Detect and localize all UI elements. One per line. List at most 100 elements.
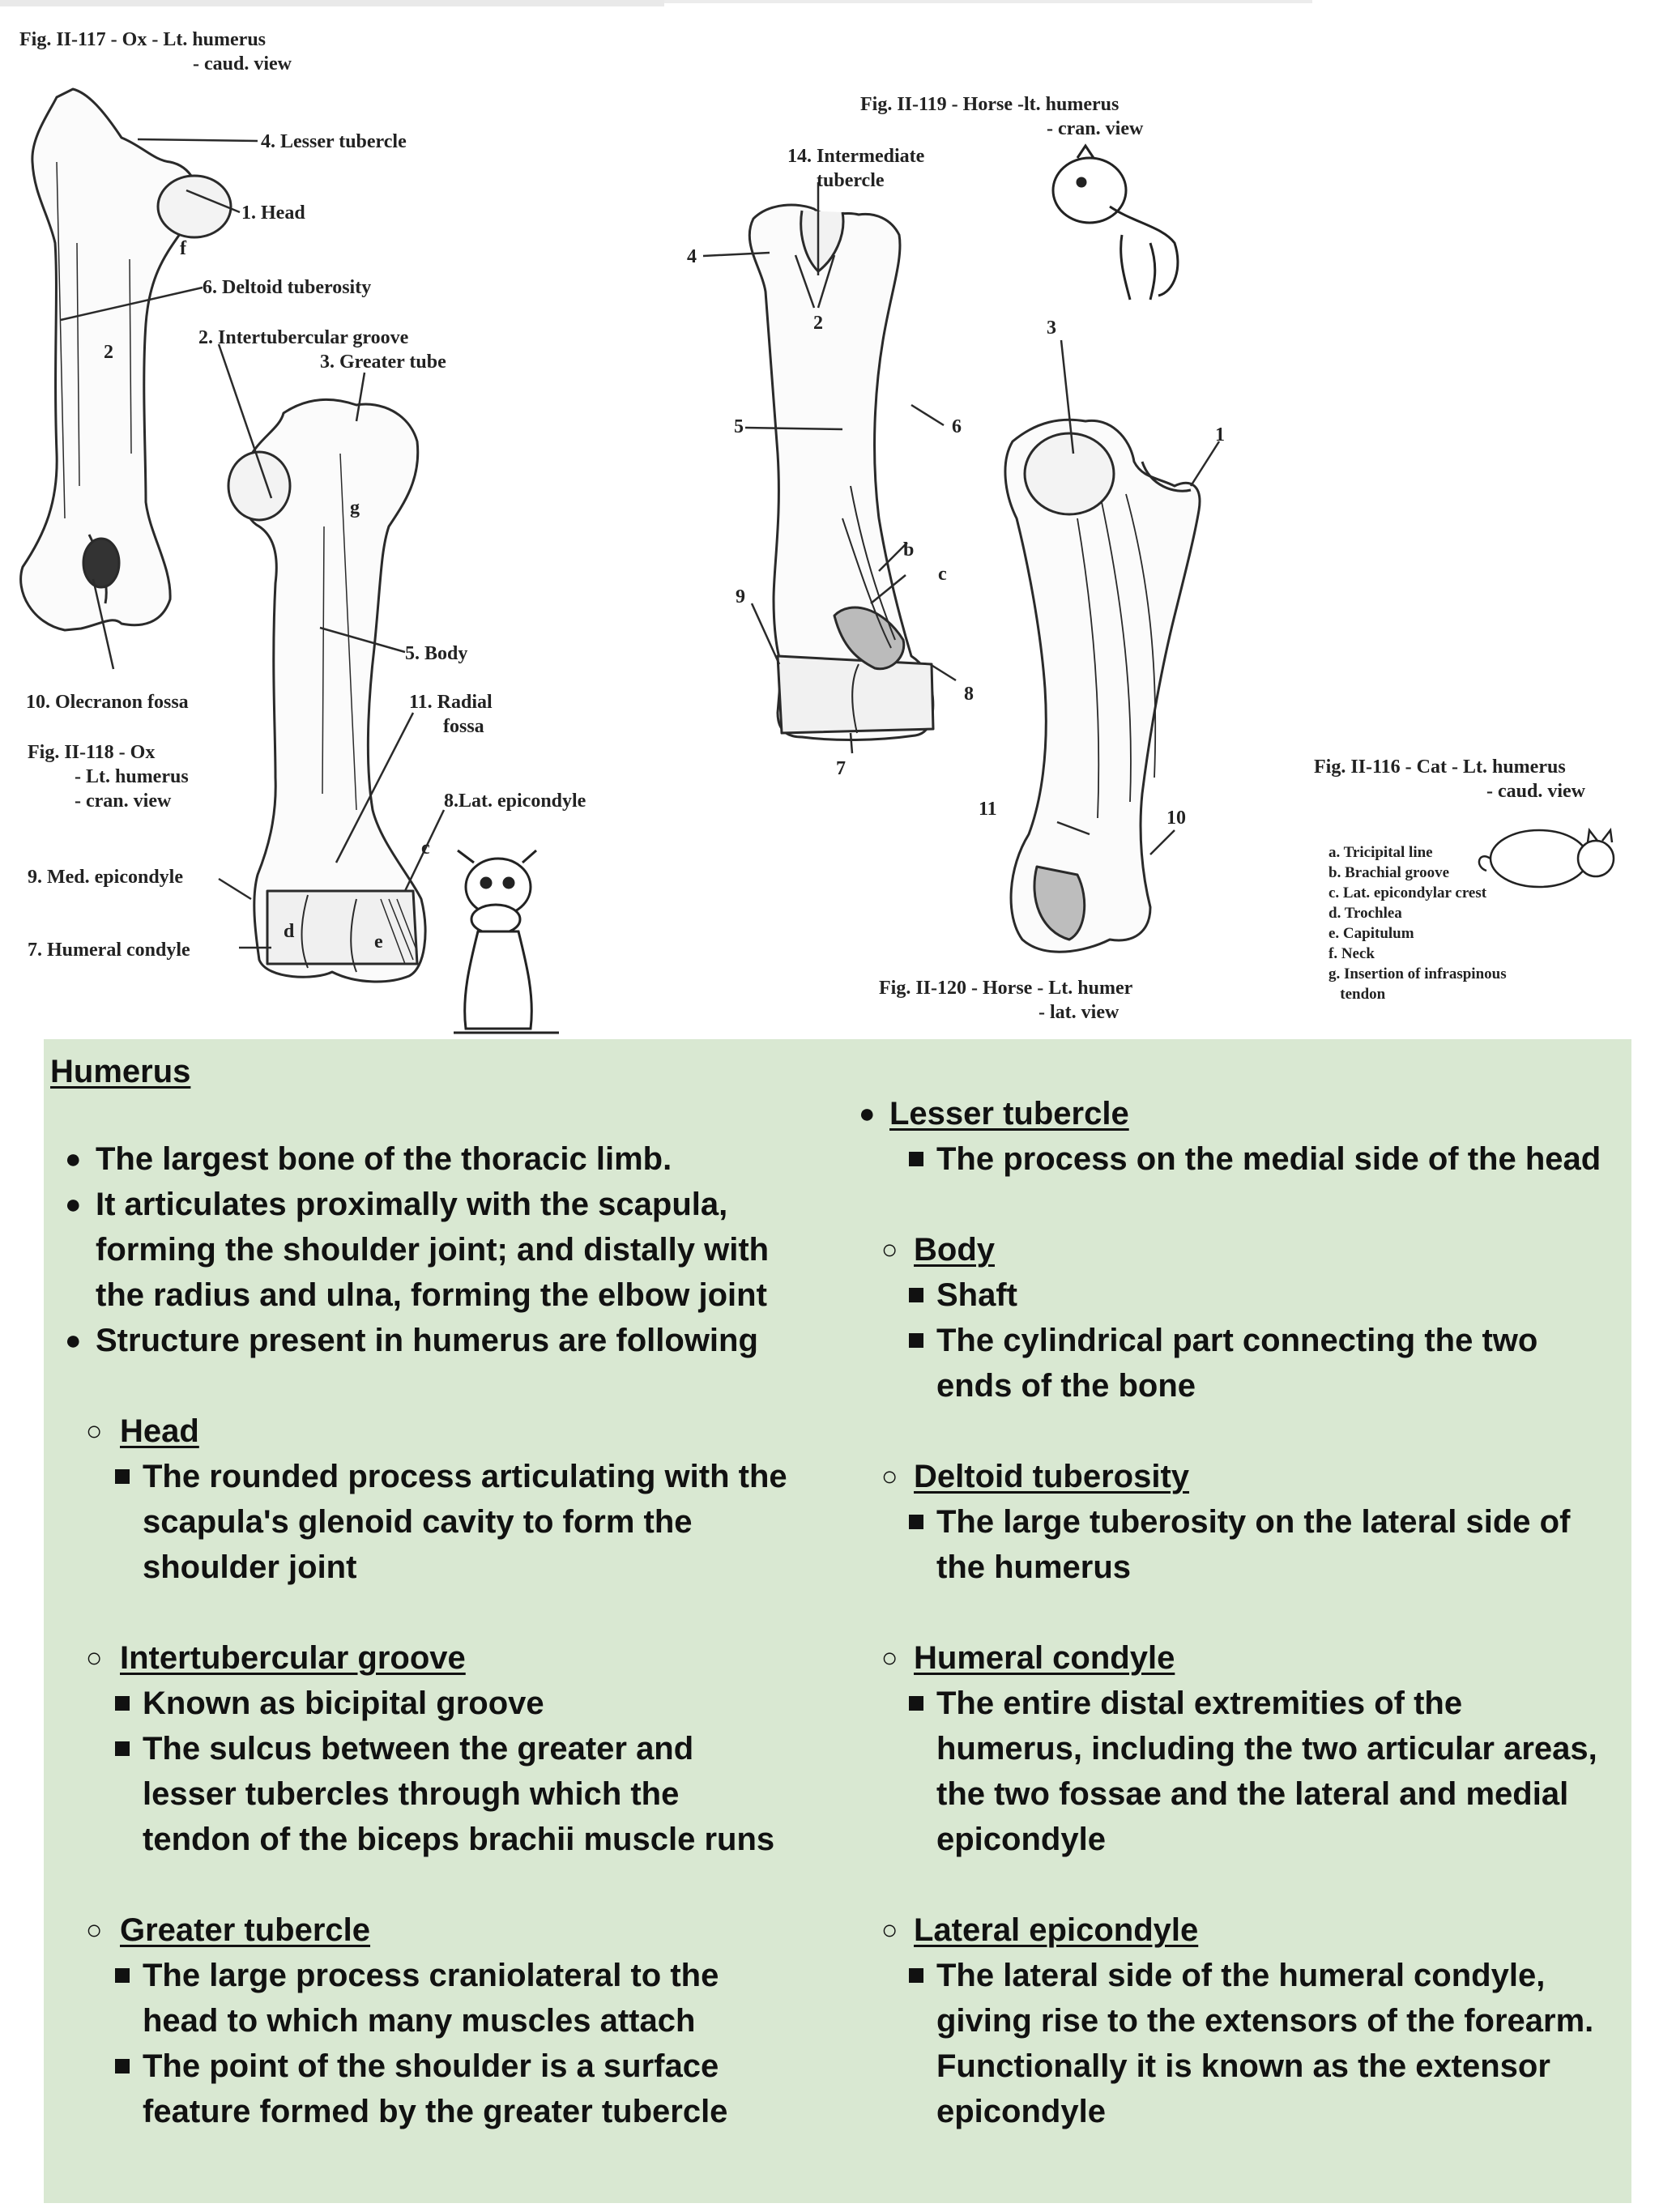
intro-line: the radius and ulna, forming the elbow j…: [96, 1277, 767, 1313]
label-7-horse: 7: [836, 758, 846, 779]
lateral-text: Functionally it is known as the extensor: [936, 2048, 1550, 2084]
notes-panel: Humerus ● The largest bone of the thorac…: [44, 1039, 1631, 2203]
section-title-lesser-tubercle: Lesser tubercle: [889, 1096, 1129, 1132]
cat-legend-c: c. Lat. epicondylar crest: [1328, 884, 1487, 901]
bullet-square: [909, 1152, 923, 1166]
intro-line: It articulates proximally with the scapu…: [96, 1187, 728, 1222]
bullet-square: [115, 1469, 130, 1484]
label-intermediate-tubercle: 14. Intermediate tubercle: [787, 146, 925, 191]
cat-fig-title: Fig. II-116 - Cat - Lt. humerus: [1314, 757, 1566, 778]
label-1-horse: 1: [1215, 424, 1225, 445]
ox-cranial-fig-line2: - Lt. humerus: [75, 766, 189, 787]
label-8-horse: 8: [964, 684, 974, 705]
label-3-horse: 3: [1047, 318, 1056, 339]
section-title-deltoid-tuberosity: Deltoid tuberosity: [914, 1459, 1190, 1494]
intro-line: The largest bone of the thoracic limb.: [96, 1141, 672, 1177]
deltoid-text: The large tuberosity on the lateral side…: [936, 1504, 1571, 1540]
condyle-text: the two fossae and the lateral and media…: [936, 1776, 1569, 1812]
label-b-horse: b: [903, 539, 915, 560]
intro-line: Structure present in humerus are followi…: [96, 1323, 758, 1358]
lateral-text: giving rise to the extensors of the fore…: [936, 2003, 1594, 2039]
bullet-square: [115, 2059, 130, 2073]
head-text: The rounded process articulating with th…: [143, 1459, 787, 1494]
bullet-dot: ●: [859, 1098, 876, 1129]
condyle-text: The entire distal extremities of the: [936, 1686, 1463, 1721]
cat-legend-a: a. Tricipital line: [1328, 844, 1433, 861]
bullet-square: [909, 1696, 923, 1711]
label-humeral-condyle: 7. Humeral condyle: [28, 940, 190, 961]
page-top-rule: [0, 0, 664, 6]
bullet-circle: ○: [881, 1643, 898, 1673]
label-med-epicondyle: 9. Med. epicondyle: [28, 867, 183, 888]
bullet-dot: ●: [65, 1144, 82, 1174]
cat-fig-subtitle: - caud. view: [1486, 781, 1585, 802]
anatomy-figure-plate: Fig. II-117 - Ox - Lt. humerus - caud. v…: [0, 0, 1659, 1038]
greater-text: The point of the shoulder is a surface: [143, 2048, 719, 2084]
label-d-ox: d: [284, 921, 295, 942]
label-e-ox: e: [374, 931, 383, 953]
label-6-horse: 6: [952, 416, 962, 437]
label-9-horse: 9: [736, 586, 745, 607]
label-2-caudal: 2: [104, 342, 113, 363]
label-body: 5. Body: [405, 643, 468, 664]
label-deltoid-tuberosity: 6. Deltoid tuberosity: [203, 277, 372, 298]
groove-text: tendon of the biceps brachii muscle runs: [143, 1822, 775, 1857]
groove-text: lesser tubercles through which the: [143, 1776, 680, 1812]
label-radial-fossa: 11. Radial fossa: [409, 692, 493, 737]
bullet-square: [115, 1696, 130, 1711]
label-4-horse: 4: [687, 246, 697, 267]
bullet-square: [909, 1515, 923, 1529]
bullet-dot: ●: [65, 1189, 82, 1220]
intro-line: forming the shoulder joint; and distally…: [96, 1232, 770, 1268]
bullet-square: [909, 1968, 923, 1983]
ox-cranial-fig-line3: - cran. view: [75, 791, 172, 812]
cat-legend-d: d. Trochlea: [1328, 905, 1402, 922]
bullet-square: [909, 1288, 923, 1302]
ox-caudal-fig-title: Fig. II-117 - Ox - Lt. humerus: [19, 29, 267, 50]
horse-lateral-fig-subtitle: - lat. view: [1038, 1002, 1120, 1023]
head-text: shoulder joint: [143, 1549, 357, 1585]
label-10-horse: 10: [1166, 808, 1186, 829]
horse-cranial-fig-title: Fig. II-119 - Horse -lt. humerus: [860, 94, 1120, 115]
lateral-text: The lateral side of the humeral condyle,: [936, 1958, 1546, 1993]
cow-cartoon: [454, 849, 559, 1034]
bullet-dot: ●: [65, 1325, 82, 1356]
condyle-text: epicondyle: [936, 1822, 1106, 1857]
head-text: scapula's glenoid cavity to form the: [143, 1504, 693, 1540]
ox-humerus-cranial-drawing: [240, 398, 427, 983]
ox-cranial-fig-title: Fig. II-118 - Ox: [28, 742, 156, 763]
cat-legend-e: e. Capitulum: [1328, 925, 1414, 942]
page-top-rule-2: [664, 0, 1312, 3]
ox-caudal-fig-subtitle: - caud. view: [193, 53, 292, 75]
groove-text: Known as bicipital groove: [143, 1686, 544, 1721]
bullet-circle: ○: [86, 1416, 103, 1447]
section-title-body: Body: [914, 1232, 995, 1268]
section-title-head: Head: [120, 1413, 199, 1449]
bullet-square: [115, 1741, 130, 1756]
greater-text: feature formed by the greater tubercle: [143, 2094, 728, 2129]
lesser-text: The process on the medial side of the he…: [936, 1141, 1601, 1177]
body-text: ends of the bone: [936, 1368, 1196, 1404]
greater-text: head to which many muscles attach: [143, 2003, 696, 2039]
horse-lateral-fig-title: Fig. II-120 - Horse - Lt. humer: [879, 978, 1133, 999]
label-11-horse: 11: [979, 799, 997, 820]
label-2-horse: 2: [813, 313, 823, 334]
condyle-text: humerus, including the two articular are…: [936, 1731, 1597, 1767]
body-text: The cylindrical part connecting the two: [936, 1323, 1538, 1358]
label-5-horse: 5: [734, 416, 744, 437]
label-intertubercular-groove: 2. Intertubercular groove: [198, 327, 409, 348]
cat-legend-b: b. Brachial groove: [1328, 864, 1450, 881]
cat-legend-g: g. Insertion of infraspinous: [1328, 965, 1507, 982]
notes-heading: Humerus: [50, 1054, 191, 1089]
label-c-ox: c: [421, 837, 430, 859]
section-title-intertubercular-groove: Intertubercular groove: [120, 1640, 466, 1676]
label-f: f: [180, 238, 186, 259]
horse-cartoon: [1051, 143, 1179, 300]
cat-legend-g2: tendon: [1328, 986, 1386, 1003]
section-title-greater-tubercle: Greater tubercle: [120, 1912, 371, 1948]
section-title-lateral-epicondyle: Lateral epicondyle: [914, 1912, 1199, 1948]
bullet-circle: ○: [881, 1461, 898, 1492]
horse-cranial-fig-subtitle: - cran. view: [1047, 118, 1144, 139]
bullet-circle: ○: [881, 1915, 898, 1946]
label-c-horse: c: [938, 564, 947, 585]
